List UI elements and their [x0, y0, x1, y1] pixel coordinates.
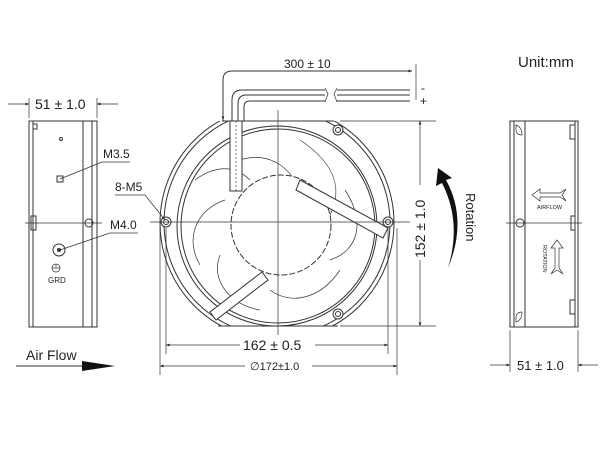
rotation-text: ROTATION: [541, 245, 547, 273]
airflow-arrow-icon: [531, 188, 567, 202]
hole-spacing-dim: 162 ± 0.5: [243, 337, 301, 353]
diameter-dim: ∅172±1.0: [250, 361, 299, 373]
left-width-dim: 51 ± 1.0: [35, 96, 86, 112]
ground-label: GRD: [48, 276, 66, 285]
m40-label: M4.0: [110, 218, 137, 232]
left-side-view: 51 ± 1.0 GRD M3.5 M4.0 Air Flow: [8, 96, 138, 371]
lead-plus-label: +: [420, 94, 427, 108]
ground-icon: [51, 263, 61, 273]
mount-hole: [332, 124, 344, 136]
unit-label: Unit:mm: [518, 54, 574, 71]
right-width-dim: 51 ± 1.0: [517, 358, 564, 373]
mount-hole: [332, 308, 344, 320]
rotation-arrow-icon: [550, 239, 564, 275]
airflow-arrow-icon: [82, 361, 115, 371]
height-dim: 152 ± 1.0: [412, 200, 428, 258]
front-view: 300 ± 10 - +: [115, 57, 478, 375]
lead-minus-label: -: [421, 81, 425, 95]
rotation-label: Rotation: [463, 193, 478, 241]
m35-label: M3.5: [103, 147, 130, 161]
rotation-arrow-icon: [436, 168, 458, 268]
airflow-label: Air Flow: [26, 347, 77, 363]
lead-length-dim: 300 ± 10: [284, 57, 331, 71]
right-side-view: AIRFLOW ROTATION 51 ± 1.0: [490, 120, 598, 373]
mount-holes-label: 8-M5: [115, 180, 143, 194]
airflow-text: AIRFLOW: [537, 205, 563, 211]
